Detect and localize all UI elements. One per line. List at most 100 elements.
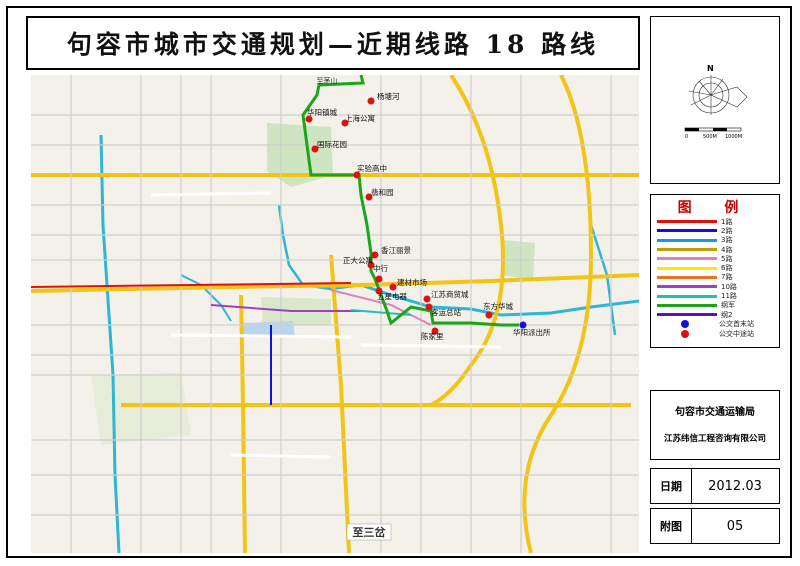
legend-marker-label: 公交首末站 <box>719 320 754 329</box>
bus-stop-label: 华阳镇城 <box>307 107 337 117</box>
legend-marker: 公交首末站 <box>651 319 779 329</box>
legend-swatch <box>657 303 717 307</box>
scale-tick-500: 500M <box>703 134 717 140</box>
date-row: 日期 2012.03 <box>650 468 780 504</box>
place-label-bg <box>346 523 392 541</box>
legend-item: 11路 <box>651 291 779 300</box>
bus-stop-marker[interactable] <box>389 283 397 291</box>
bus-stop-label: 国际花园 <box>317 139 347 149</box>
north-label: N <box>707 64 714 73</box>
river-east <box>360 283 639 317</box>
legend-label: 11路 <box>721 292 737 301</box>
figure-label: 附图 <box>651 509 692 543</box>
date-label: 日期 <box>651 469 692 503</box>
bus-stop-label: 客运总站 <box>431 307 461 317</box>
legend-label: 纲军 <box>721 301 735 310</box>
bus-stop-marker[interactable] <box>485 311 493 319</box>
bus-stop-label: 中行 <box>373 263 388 273</box>
legend-marker: 公交中途站 <box>651 329 779 339</box>
bus-stop-marker[interactable] <box>425 303 433 311</box>
legend-item: 纲2 <box>651 310 779 319</box>
legend-item: 7路 <box>651 273 779 282</box>
legend-title: 图 例 <box>677 200 753 216</box>
park-north <box>267 123 333 187</box>
legend-item: 纲军 <box>651 301 779 310</box>
bus-stop-label: 实验高中 <box>357 163 387 173</box>
map-frame <box>6 6 792 558</box>
legend-item: 4路 <box>651 245 779 254</box>
bus-stop-marker[interactable] <box>375 275 383 283</box>
legend-swatch <box>657 294 717 298</box>
river-center <box>277 204 362 291</box>
bus-stop-label: 江苏商贸城 <box>431 289 469 299</box>
legend-item: 3路 <box>651 236 779 245</box>
bus-stop-marker[interactable] <box>365 193 373 201</box>
bus-stop-label: 东方华城 <box>483 301 513 311</box>
bus-stop-marker[interactable] <box>371 251 379 259</box>
secondary-roads <box>150 191 502 459</box>
legend-label: 5路 <box>721 254 733 263</box>
legend-label: 3路 <box>721 236 733 245</box>
legend-label: 纲2 <box>721 310 733 319</box>
river-west <box>99 134 121 553</box>
bus-stop-marker[interactable] <box>311 145 319 153</box>
bus-stop-label: 华阳派出所 <box>513 327 551 337</box>
bus-stop-label: 建材市场 <box>397 277 427 287</box>
legend-label: 4路 <box>721 245 733 254</box>
legend-label: 7路 <box>721 273 733 282</box>
stop-marker-icon <box>681 320 689 329</box>
bus-stop-marker[interactable] <box>341 119 349 127</box>
legend-label: 10路 <box>721 282 737 291</box>
bus-stop-marker[interactable] <box>375 287 383 295</box>
bus-stop-label: 五星电器 <box>377 291 407 301</box>
compass-box: N 0 500M 1000M <box>650 16 780 184</box>
legend-swatch <box>657 238 717 242</box>
bureau-name: 句容市交通运输局 <box>675 407 755 418</box>
agency-box: 句容市交通运输局 江苏纬信工程咨询有限公司 <box>650 390 780 460</box>
bus-stop-marker[interactable] <box>519 321 527 329</box>
figure-value: 05 <box>726 518 744 534</box>
date-value: 2012.03 <box>708 478 762 494</box>
figure-row: 附图 05 <box>650 508 780 544</box>
bus-stop-marker[interactable] <box>431 327 439 335</box>
company-name: 江苏纬信工程咨询有限公司 <box>663 434 766 444</box>
title-box: 句容市城市交通规划—近期线路 18 路线 <box>26 16 640 70</box>
bus-stop-label: 杨塘河 <box>377 91 400 101</box>
bus-stop-marker[interactable] <box>367 97 375 105</box>
bus-stop-marker[interactable] <box>353 171 361 179</box>
legend-item: 1路 <box>651 217 779 226</box>
compass-rose-icon: N 0 500M 1000M <box>684 64 748 140</box>
legend-marker-label: 公交中途站 <box>719 330 754 339</box>
scale-tick-0: 0 <box>685 134 688 140</box>
legend-swatch <box>657 266 717 270</box>
map-canvas[interactable]: 至三岔 至茅山 杨塘河华阳镇城上海公寓国际花园实验高中翡和园香江丽景正大公寓中行… <box>31 75 639 553</box>
bus-stop-label: 上海公寓 <box>345 113 375 123</box>
legend-item: 6路 <box>651 263 779 272</box>
bus-stop-label: 陈家里 <box>421 331 444 341</box>
bus-stop-marker[interactable] <box>367 261 375 269</box>
legend-swatch <box>657 229 717 233</box>
legend-item: 10路 <box>651 282 779 291</box>
legend-swatch <box>657 220 717 224</box>
street-grid <box>31 75 639 553</box>
bus-stop-label: 正大公寓 <box>343 255 373 265</box>
bus-stop-label: 香江丽景 <box>381 245 411 255</box>
legend-swatch <box>657 248 717 252</box>
stop-marker-icon <box>681 330 689 339</box>
bus-stop-marker[interactable] <box>423 295 431 303</box>
legend-label: 1路 <box>721 217 733 226</box>
bus-stop-label: 翡和园 <box>371 187 394 197</box>
place-label-maoshan: 至茅山 <box>317 76 338 85</box>
scale-tick-1000: 1000M <box>725 134 742 140</box>
legend-swatch <box>657 257 717 261</box>
arterial-roads <box>31 75 639 553</box>
legend-item: 2路 <box>651 226 779 235</box>
legend-swatch <box>657 285 717 289</box>
legend-label: 2路 <box>721 226 733 235</box>
map-area[interactable]: 至三岔 至茅山 杨塘河华阳镇城上海公寓国际花园实验高中翡和园香江丽景正大公寓中行… <box>31 75 639 553</box>
bus-stop-marker[interactable] <box>305 115 313 123</box>
legend-item: 5路 <box>651 254 779 263</box>
